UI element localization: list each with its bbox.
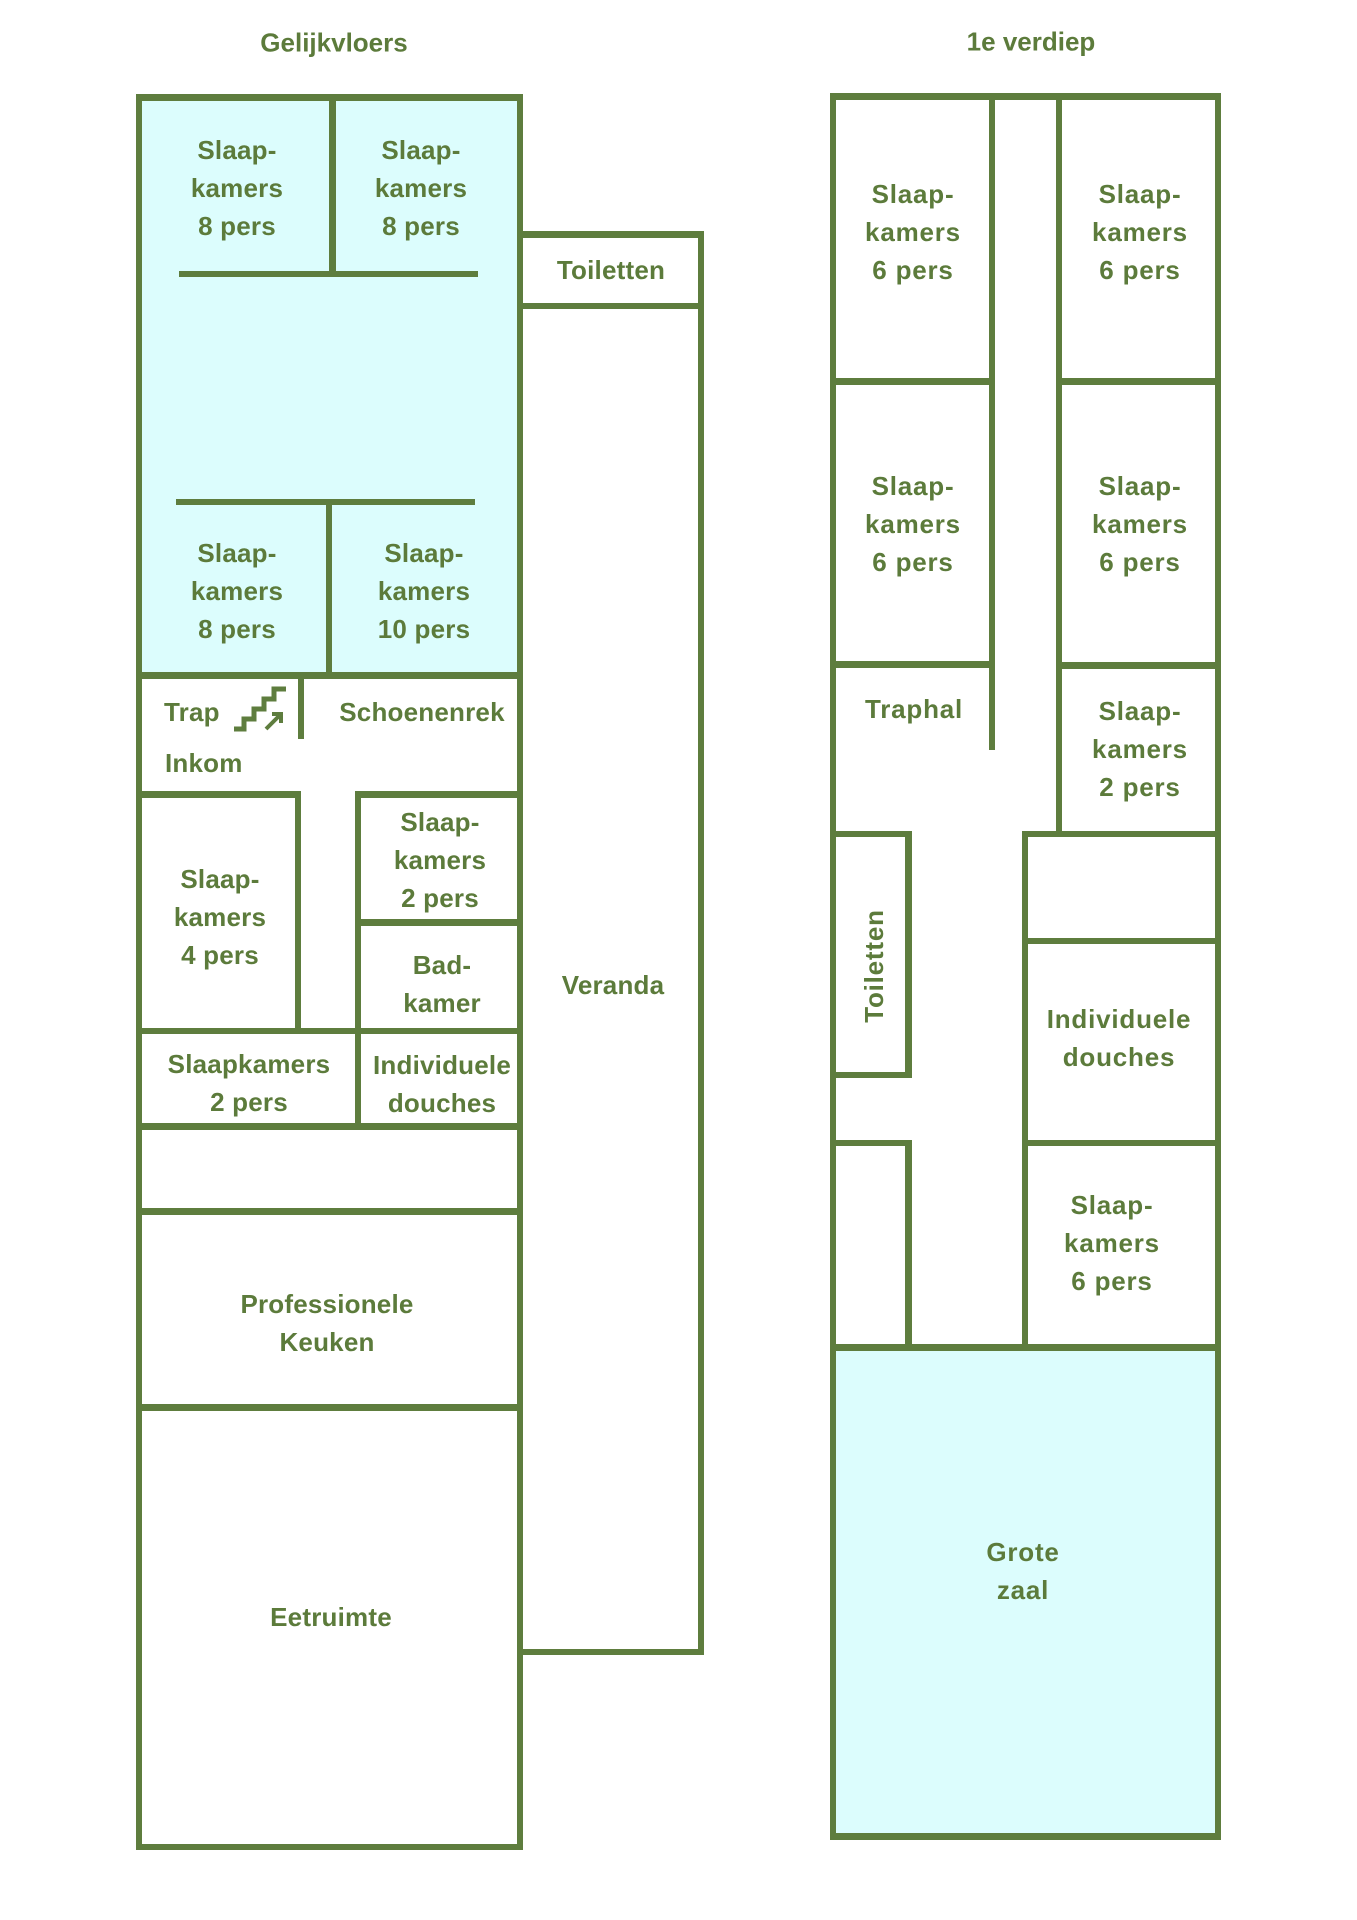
wall [355, 919, 523, 926]
wall [830, 1072, 912, 1078]
wall [1215, 93, 1221, 1840]
wall [830, 93, 1221, 100]
room-eetruimte: Eetruimte [270, 1602, 392, 1632]
wall [355, 791, 523, 798]
wall [295, 791, 301, 1034]
wall [179, 271, 478, 277]
wall [830, 1833, 1221, 1840]
room-inkom: Inkom [165, 748, 243, 778]
floor-title-gelijkvloers: Gelijkvloers [260, 27, 408, 58]
wall [698, 231, 704, 1655]
room-toiletten: Toiletten [556, 255, 666, 285]
wall [1022, 831, 1221, 837]
wall [355, 791, 361, 1130]
wall [1022, 938, 1221, 944]
wall [517, 303, 704, 309]
wall [517, 1649, 704, 1655]
wall [830, 1140, 912, 1146]
wall [136, 791, 301, 798]
wall [1022, 1140, 1221, 1146]
wall [1056, 93, 1062, 837]
wall [830, 1344, 1221, 1351]
wall [326, 499, 332, 675]
wall [989, 93, 995, 750]
wall [830, 661, 995, 668]
wall [136, 94, 142, 1850]
grote-zaal-fill [836, 1351, 1215, 1834]
room-trap: Trap [164, 697, 220, 727]
room-traphal: Traphal [864, 694, 964, 724]
wall [136, 1404, 523, 1411]
wall [136, 1028, 523, 1034]
room-badkamer: Bad-kamer [403, 950, 481, 1018]
wall [136, 1208, 523, 1215]
room-schoenenrek: Schoenenrek [339, 697, 505, 727]
room-toiletten: Toiletten [859, 909, 889, 1023]
wall [905, 1140, 912, 1350]
wall [517, 231, 704, 238]
wall [298, 672, 304, 739]
wall [1056, 662, 1221, 669]
wall [136, 672, 523, 679]
wall [830, 378, 995, 385]
wall [329, 94, 336, 274]
wall [136, 1844, 523, 1850]
wall [517, 94, 523, 1850]
wall [136, 1123, 523, 1130]
room-veranda: Veranda [561, 970, 665, 1000]
wall [1022, 831, 1028, 1351]
wall [905, 831, 912, 1078]
wall [830, 93, 836, 1840]
floor-title-1e-verdiep: 1e verdiep [966, 26, 1096, 57]
wall [1056, 378, 1221, 385]
wall [176, 499, 475, 505]
stairs-up-icon [234, 686, 286, 732]
wall [830, 831, 912, 837]
